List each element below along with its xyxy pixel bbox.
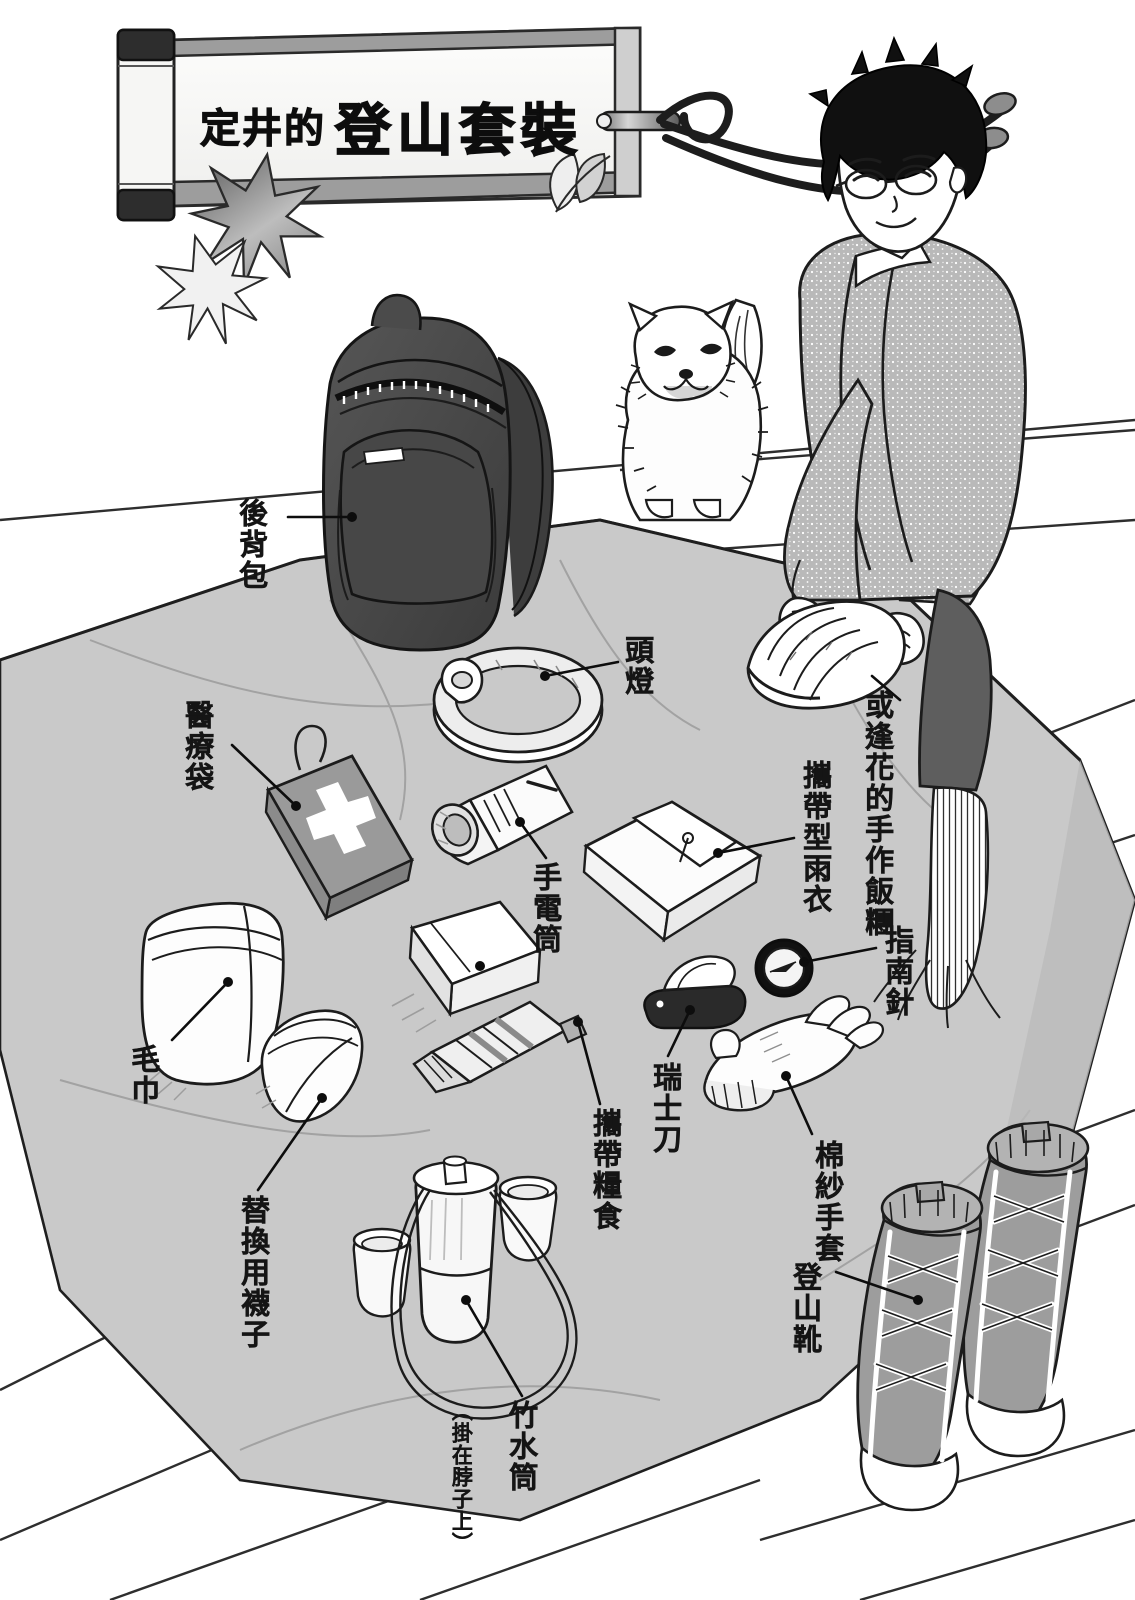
label-towel: 毛巾 [126,1044,161,1106]
dog [615,298,769,522]
leader-onigiri [870,674,902,702]
leader-raincoat [716,836,796,855]
headlamp-item [432,646,604,764]
label-flashlight: 手電筒 [528,862,563,955]
leader-first-aid [230,743,298,808]
first-aid-kit-item [264,724,414,922]
gloves-item [703,995,884,1112]
label-food: 攜帶糧食 [588,1108,623,1232]
leader-flashlight [518,820,548,860]
label-first-aid: 醫療袋 [180,700,215,793]
leader-canteen [464,1298,524,1398]
label-boots: 登山靴 [788,1262,823,1355]
label-compass: 指南針 [880,925,915,1018]
bamboo-canteen-item [352,1155,578,1420]
leader-compass [802,946,878,964]
leader-towel [170,980,230,1042]
maple-leaf-decoration [154,151,611,345]
onigiri-item [746,600,906,710]
leader-spare-socks [256,1096,324,1192]
label-canteen-note: （掛在脖子上） [449,1400,474,1554]
flashlight-item [430,764,574,866]
raincoat-pouch-item [582,800,763,943]
title-main: 登山套裝 [334,98,583,165]
leader-swiss-knife [666,1008,692,1058]
leader-gloves [784,1074,814,1136]
label-canteen: 竹水筒 [504,1400,539,1493]
hiking-boots-item [856,1120,1090,1512]
leader-boots [834,1270,920,1302]
swiss-knife-item [643,955,747,1030]
leader-food [576,1020,602,1106]
ration-box-item [391,900,543,1033]
label-swiss-knife: 瑞士刀 [648,1062,683,1155]
label-headlamp: 頭燈 [620,635,655,697]
label-onigiri: 或逢花的手作飯糰 [860,690,895,938]
backpack-item [322,293,554,652]
label-backpack: 後背包 [234,498,269,591]
portable-food-item [412,1000,588,1094]
label-spare-socks: 替換用襪子 [236,1195,271,1350]
label-raincoat: 攜帶型雨衣 [798,760,833,915]
label-gloves: 棉紗手套 [810,1140,845,1264]
leader-headlamp [543,660,620,678]
spare-socks-item [255,1009,364,1123]
label-leader-lines [170,515,920,1398]
compass-item [754,938,814,998]
title-prefix: 定井的 [199,105,326,152]
